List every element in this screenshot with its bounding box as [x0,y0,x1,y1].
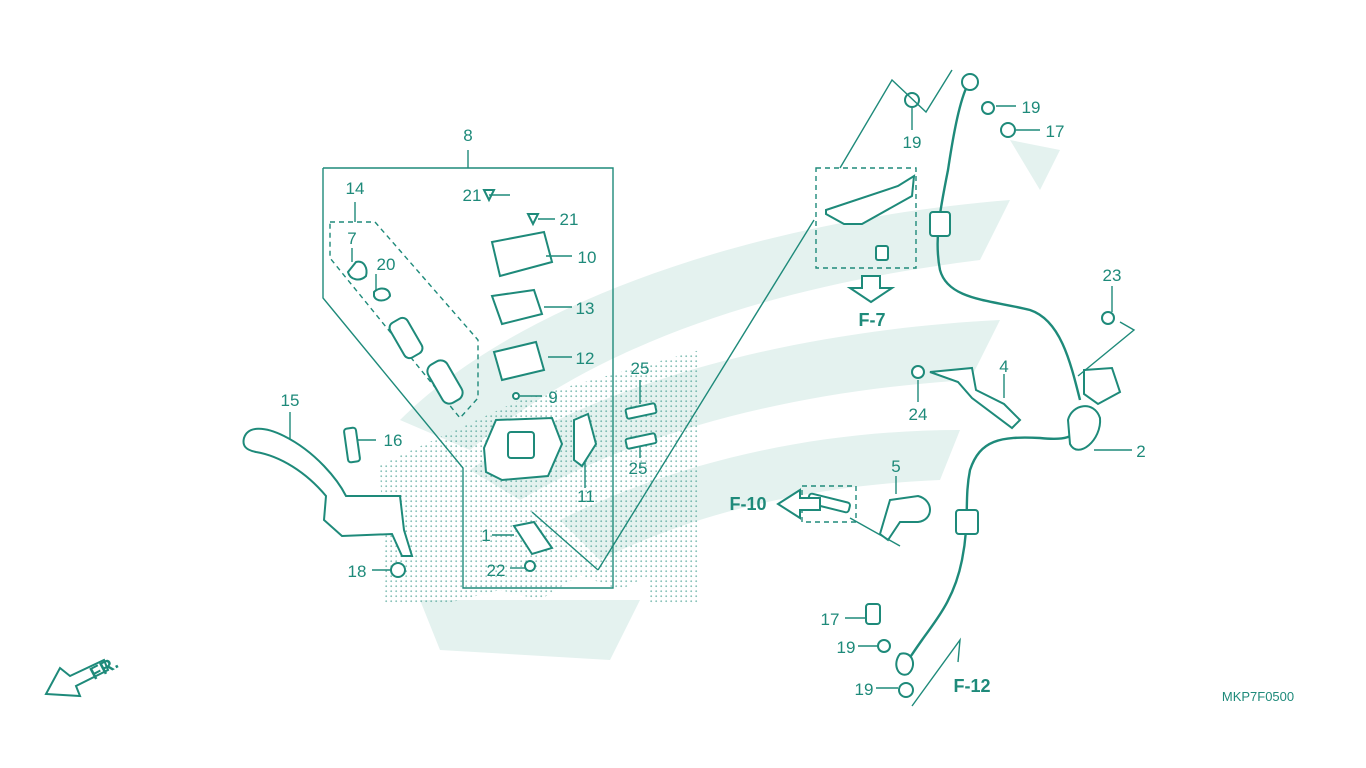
callout-22: 22 [487,561,506,580]
ref-f12: F-12 [953,676,990,696]
callout-2: 2 [1136,442,1145,461]
ref-f10: F-10 [729,494,766,514]
brake-hose-assembly [807,73,1122,698]
callout-18: 18 [348,562,367,581]
brake-lever [242,426,414,578]
master-cylinder-kit [346,189,658,572]
callout-10: 10 [578,248,597,267]
callout-5: 5 [891,457,900,476]
callout-8: 8 [463,126,472,145]
callout-1: 1 [481,526,490,545]
callout-7: 7 [347,229,356,248]
callout-25b: 25 [629,459,648,478]
callout-16: 16 [384,431,403,450]
callout-19a: 19 [903,133,922,152]
callout-20: 20 [377,255,396,274]
callout-15: 15 [281,391,300,410]
callout-11: 11 [577,487,595,506]
reference-arrows [44,275,896,698]
callout-14: 14 [346,179,365,198]
callout-19d: 19 [855,680,874,699]
callout-24: 24 [909,405,928,424]
diagram-code: MKP7F0500 [1222,689,1294,704]
callout-9: 9 [548,388,557,407]
callout-12: 12 [576,349,595,368]
callout-lines [289,69,1136,707]
labels: 8 14 7 20 21 21 10 13 12 9 25 25 11 1 22… [87,98,1295,704]
callout-4: 4 [999,357,1008,376]
callout-17a: 17 [1046,122,1065,141]
callout-25a: 25 [631,359,650,378]
callout-13: 13 [576,299,595,318]
callout-21a: 21 [463,186,482,205]
ref-f7: F-7 [859,310,886,330]
callout-19c: 19 [837,638,856,657]
callout-19b: 19 [1022,98,1041,117]
callout-23: 23 [1103,266,1122,285]
group-box-8 [322,150,614,589]
callout-17b: 17 [821,610,840,629]
callout-21b: 21 [560,210,579,229]
